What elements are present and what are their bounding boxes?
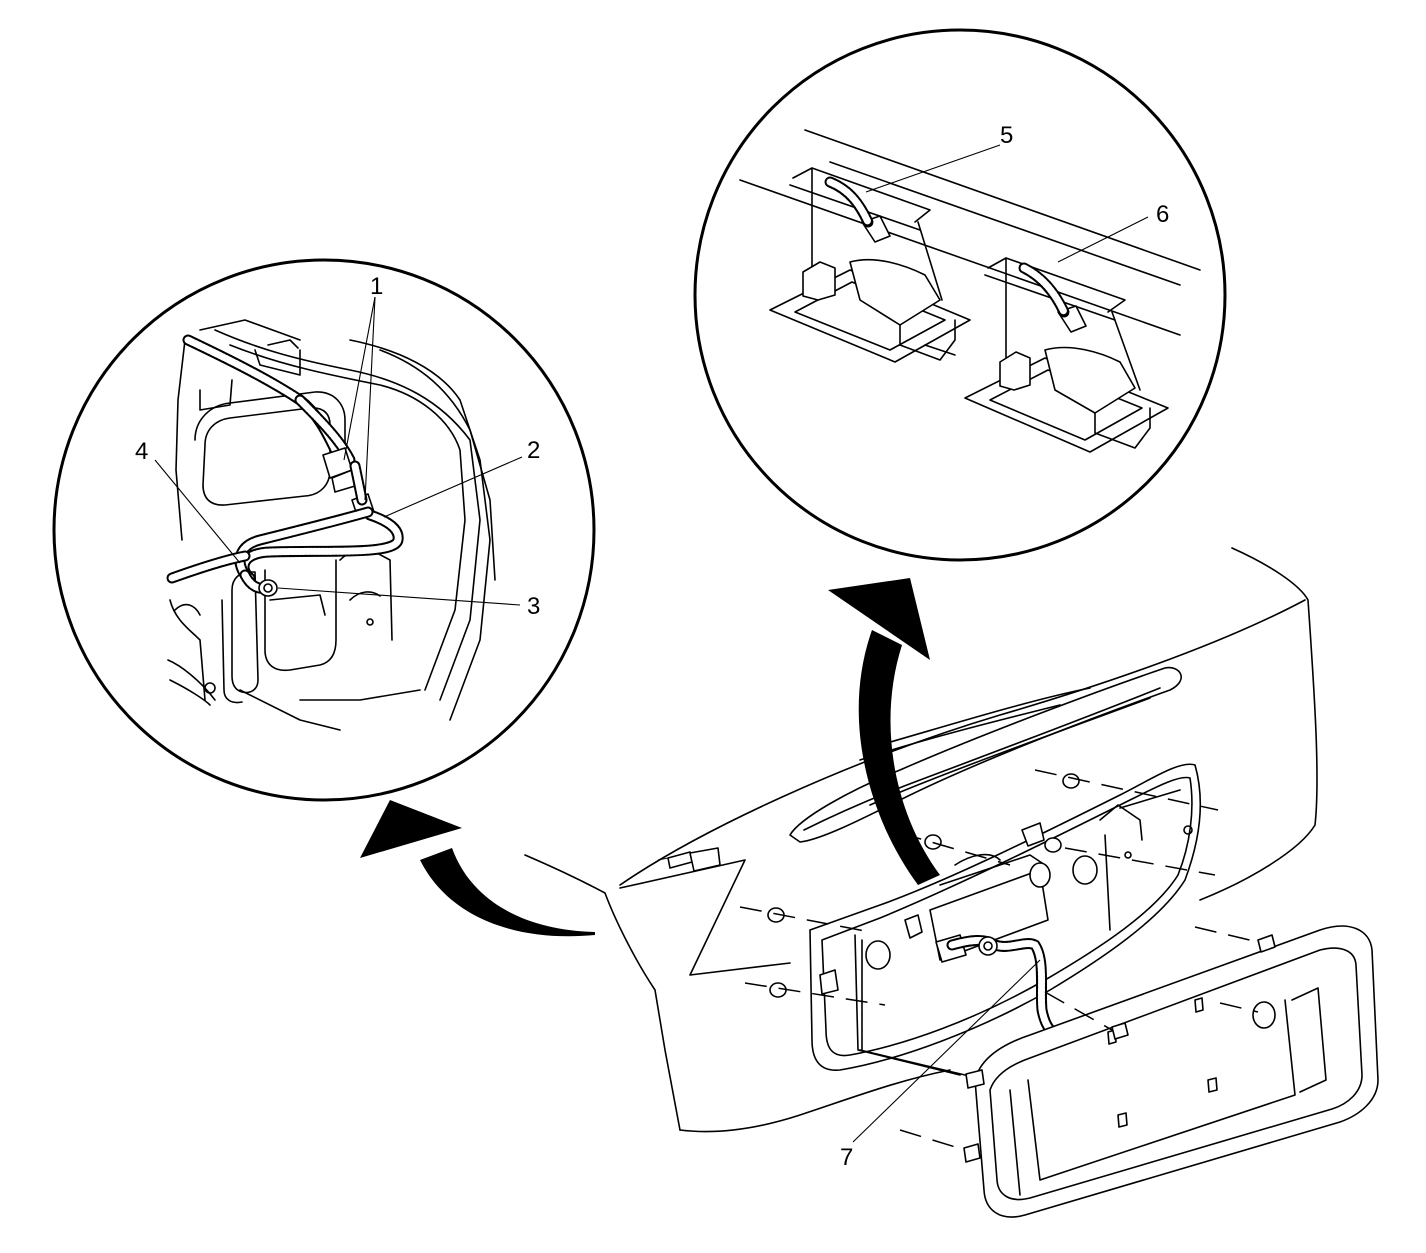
callout-labels: 1 2 3 4 5 6 7 (135, 122, 1169, 1171)
callout-2: 2 (527, 437, 540, 464)
fastener-nuts (739, 769, 1219, 1006)
callout-3: 3 (527, 593, 540, 620)
license-plate-bracket (859, 925, 1379, 1218)
arrow-to-left-view (360, 800, 595, 937)
arrow-to-right-view (828, 578, 940, 885)
callout-4: 4 (135, 438, 148, 465)
callout-6: 6 (1156, 201, 1169, 228)
callout-5: 5 (1000, 122, 1013, 149)
callout-1: 1 (370, 273, 383, 300)
callout-7: 7 (840, 1144, 853, 1171)
right-detail-view (693, 28, 1227, 562)
left-detail-view (52, 258, 596, 802)
leader-lines (154, 144, 1149, 1143)
